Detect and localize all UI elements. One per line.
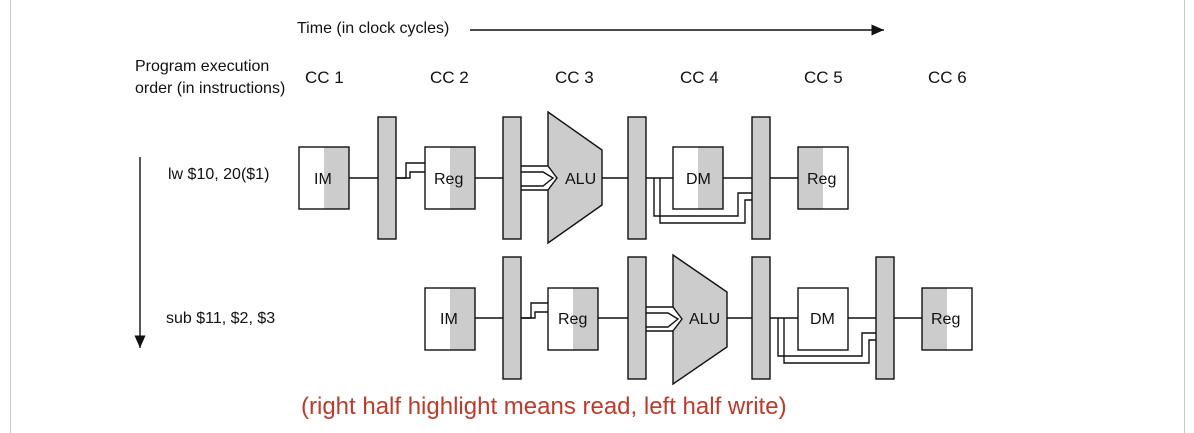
stage-im-sub (424, 287, 476, 351)
time-axis-label: Time (in clock cycles) (297, 20, 450, 37)
cycle-label-4: CC 4 (680, 68, 719, 87)
pipeline-register-1-lw (377, 116, 397, 240)
pipeline-register-4-lw (751, 116, 771, 240)
pipeline-row-sub (424, 253, 973, 386)
pipeline-register-2-lw (502, 116, 522, 240)
stage-reg-read-sub (547, 287, 599, 351)
stage-alu-lw (547, 110, 603, 245)
instruction-label-sub: sub $11, $2, $3 (166, 310, 276, 327)
pipeline-register-1-sub (502, 256, 522, 380)
pipeline-register-2-sub (627, 256, 647, 380)
label-im-sub: IM (440, 311, 458, 328)
highlight-note: (right half highlight means read, left h… (301, 393, 787, 420)
pipeline-register-3-lw (627, 116, 647, 240)
label-alu-lw: ALU (565, 171, 596, 188)
cycle-label-5: CC 5 (804, 68, 843, 87)
stage-im-lw (298, 146, 350, 210)
label-alu-sub: ALU (689, 311, 720, 328)
label-reg-read-sub: Reg (558, 311, 587, 328)
label-reg-write-lw: Reg (807, 171, 836, 188)
instruction-label-lw: lw $10, 20($1) (168, 166, 270, 183)
right-frame-line (1184, 0, 1185, 433)
pipeline-register-3-sub (751, 256, 771, 380)
label-dm-sub: DM (810, 311, 835, 328)
cycle-label-3: CC 3 (555, 68, 594, 87)
program-order-label: Program execution order (in instructions… (135, 58, 286, 97)
stage-dm-sub (797, 287, 849, 351)
row-lw-labels: IM Reg ALU DM Reg (314, 171, 836, 188)
label-im-lw: IM (314, 171, 332, 188)
label-dm-lw: DM (686, 171, 711, 188)
pipeline-register-4-sub (875, 256, 895, 380)
stage-alu-sub (672, 253, 728, 386)
stage-reg-write-lw (797, 146, 849, 210)
left-frame-line (10, 0, 11, 433)
label-reg-write-sub: Reg (931, 311, 960, 328)
cycle-label-6: CC 6 (928, 68, 967, 87)
pipeline-row-lw (298, 110, 849, 245)
label-reg-read-lw: Reg (434, 171, 463, 188)
stage-reg-write-sub (921, 287, 973, 351)
stage-dm-lw (672, 146, 724, 210)
cycle-label-1: CC 1 (305, 68, 344, 87)
row-sub-labels: IM Reg ALU DM Reg (440, 311, 960, 328)
cycle-label-2: CC 2 (430, 68, 469, 87)
